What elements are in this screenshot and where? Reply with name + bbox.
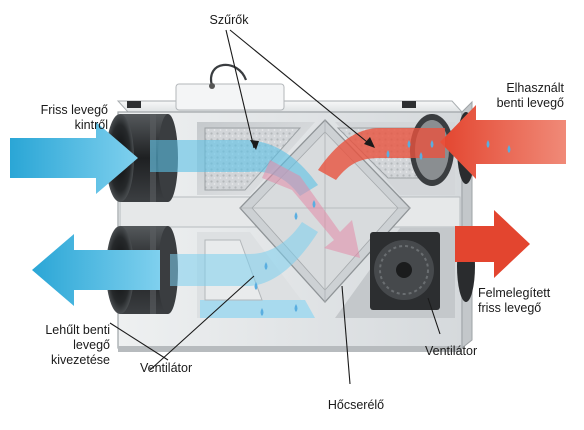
- fan-right: [370, 232, 440, 310]
- label-cooled-out: Lehűlt benti levegő kivezetése: [45, 323, 110, 367]
- label-fan-right: Ventilátor: [425, 344, 478, 358]
- condensate-droplets: [254, 140, 511, 316]
- casing-base: [118, 346, 462, 352]
- arrow-cooled-out: [32, 234, 160, 306]
- casing-lid: [175, 83, 285, 111]
- label-exhaust-in: Elhasznált benti levegő: [496, 81, 564, 110]
- condensate-pool: [200, 300, 315, 318]
- label-warmed-out: Felmelegített friss levegő: [478, 286, 551, 315]
- arrow-exhaust-inside: [318, 128, 445, 180]
- label-heat-exchanger: Hőcserélő: [327, 398, 385, 412]
- arrow-warmed-out: [455, 210, 530, 278]
- latch-right: [402, 101, 416, 108]
- arrow-exhaust-in: [440, 105, 566, 179]
- latch-left: [127, 101, 141, 108]
- arrow-warm-crossing: [262, 160, 360, 258]
- label-filters: Szűrők: [209, 13, 249, 27]
- arrow-fresh-air-inside: [150, 140, 318, 196]
- arrow-fresh-air-in: [10, 122, 138, 194]
- label-fan-left: Ventilátor: [140, 361, 193, 375]
- label-fresh-air-in: Friss levegő kintről: [40, 103, 108, 132]
- leader-lines: [109, 29, 441, 385]
- power-cable: [209, 63, 248, 87]
- arrow-cooled-inside: [170, 222, 318, 286]
